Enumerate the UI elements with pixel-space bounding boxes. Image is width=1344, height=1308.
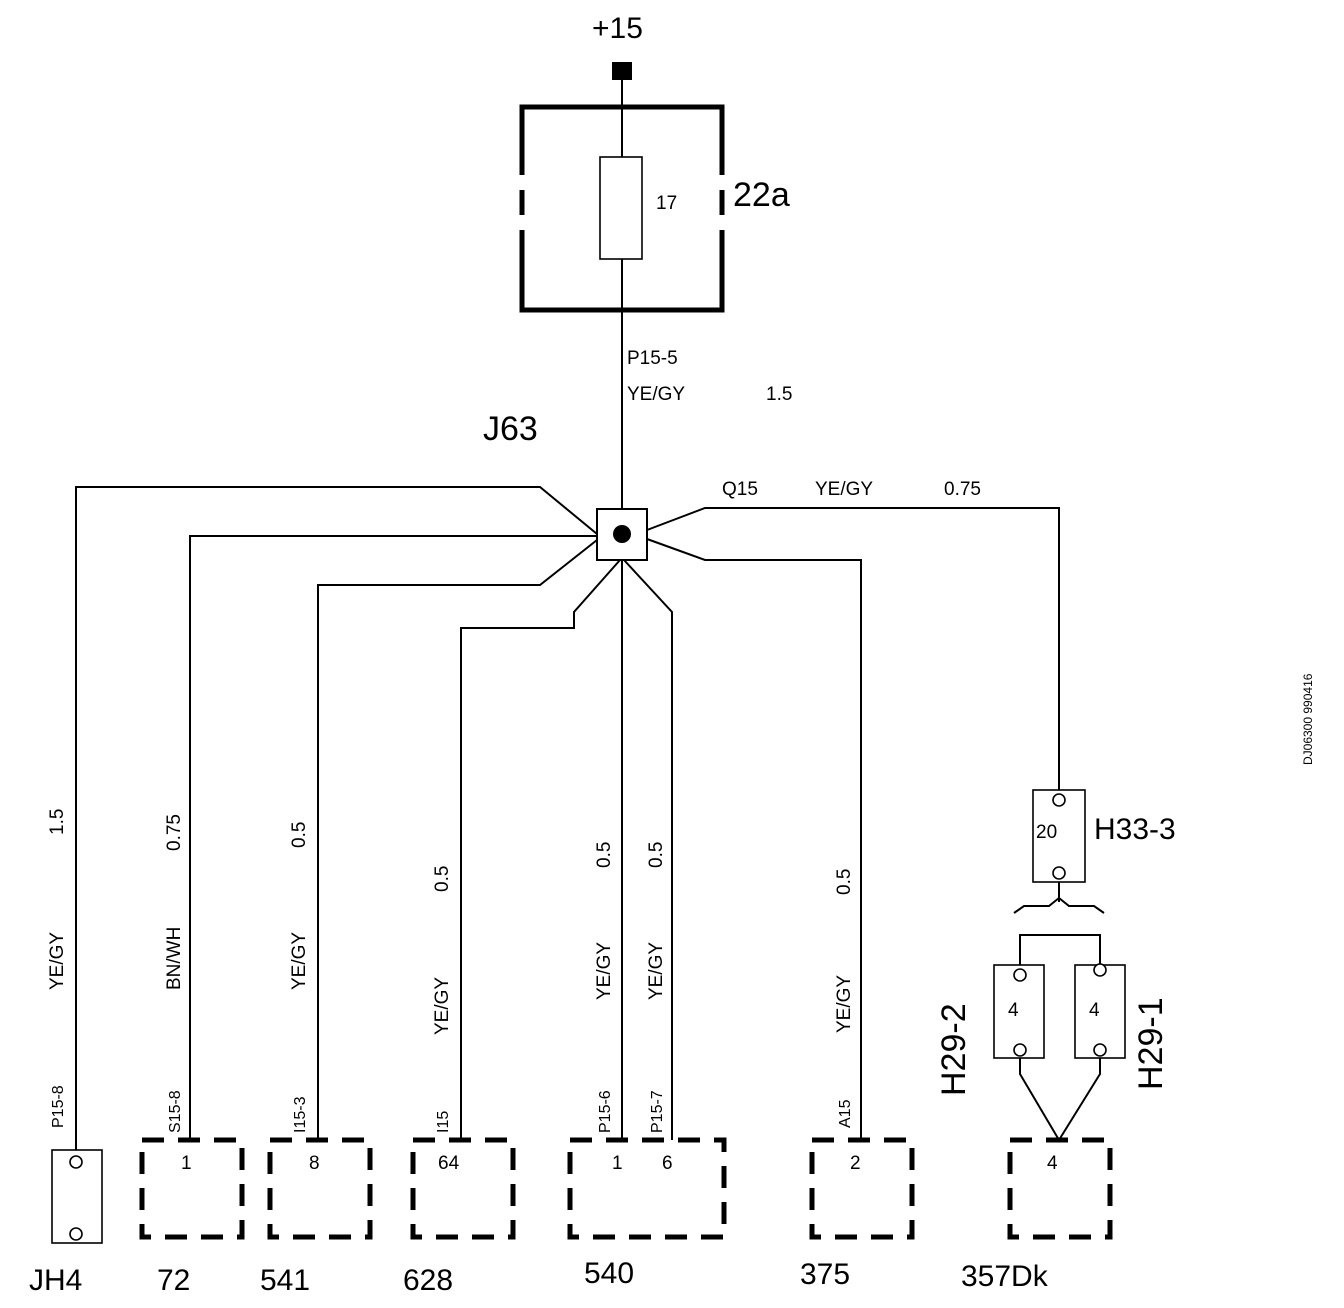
fuse-box: 17 22a <box>519 104 790 313</box>
supply-wire-id: P15-5 <box>627 348 678 369</box>
component-541-pin: 8 <box>309 1153 320 1174</box>
p15-6-id: P15-6 <box>597 1090 614 1133</box>
component-540-pin-1: 1 <box>612 1153 623 1174</box>
supply-wire-size: 1.5 <box>766 384 792 405</box>
p15-7-size: 0.5 <box>646 842 667 868</box>
wire-h29-to-357dk <box>1019 1058 1101 1141</box>
component-357dk-pin: 4 <box>1047 1153 1058 1174</box>
component-375-pin: 2 <box>850 1153 861 1174</box>
branch-labels: 1.5 YE/GY P15-8 0.75 BN/WH S15-8 0.5 YE/… <box>47 809 855 1133</box>
wire-q15 <box>646 507 1060 790</box>
component-72: 1 72 <box>139 1137 245 1297</box>
q15-wire-color: YE/GY <box>815 479 873 500</box>
fuse-number: 17 <box>656 193 677 214</box>
a15-color: YE/GY <box>834 975 855 1033</box>
wire-a15 <box>646 538 862 1140</box>
component-357dk: 4 357Dk <box>961 1137 1113 1293</box>
connector-h33-3: 20 H33-3 <box>1032 789 1176 883</box>
wire-i15-3 <box>317 539 598 1140</box>
junction-label: J63 <box>483 410 538 448</box>
component-357dk-label: 357Dk <box>961 1260 1049 1293</box>
component-540: 1 6 540 <box>567 1137 727 1290</box>
component-72-label: 72 <box>157 1264 190 1297</box>
p15-7-id: P15-7 <box>649 1090 666 1133</box>
component-jh4-label: JH4 <box>29 1264 82 1297</box>
i15-3-size: 0.5 <box>289 822 310 848</box>
component-628-pin: 64 <box>438 1153 460 1174</box>
component-541: 8 541 <box>260 1137 373 1297</box>
h33-3-label: H33-3 <box>1094 813 1176 846</box>
i15-color: YE/GY <box>432 977 453 1035</box>
component-628: 64 628 <box>403 1137 516 1297</box>
wire-p15-7 <box>623 559 673 1140</box>
connector-h29-1: 4 H29-1 <box>1074 963 1170 1090</box>
supply-wire-color: YE/GY <box>627 384 685 405</box>
connector-jh4: JH4 <box>29 1149 103 1297</box>
p15-8-color: YE/GY <box>47 932 68 990</box>
s15-8-size: 0.75 <box>164 814 185 851</box>
h29-1-pin: 4 <box>1089 1000 1100 1021</box>
document-code: DJ06300 990416 <box>1301 673 1315 765</box>
p15-7-color: YE/GY <box>646 942 667 1000</box>
i15-id: I15 <box>435 1111 452 1133</box>
component-375-label: 375 <box>800 1258 850 1291</box>
h33-3-pin: 20 <box>1036 822 1057 843</box>
h29-2-label: H29-2 <box>935 1003 973 1096</box>
p15-6-size: 0.5 <box>594 842 615 868</box>
wire-h29-feed <box>1019 934 1101 976</box>
splice-brace <box>1013 882 1105 914</box>
q15-wire-size: 0.75 <box>944 479 981 500</box>
q15-wire-id: Q15 <box>722 479 758 500</box>
a15-size: 0.5 <box>834 869 855 895</box>
component-540-pin-6: 6 <box>662 1153 673 1174</box>
p15-6-color: YE/GY <box>594 942 615 1000</box>
component-72-pin: 1 <box>181 1153 192 1174</box>
wire-s15-8 <box>189 535 597 1140</box>
wire-p15-8 <box>75 486 598 1150</box>
p15-8-id: P15-8 <box>50 1085 67 1128</box>
a15-id: A15 <box>837 1099 854 1128</box>
junction-node <box>613 525 631 543</box>
i15-3-color: YE/GY <box>289 932 310 990</box>
supply-terminal: +15 <box>592 12 643 80</box>
s15-8-id: S15-8 <box>167 1090 184 1133</box>
component-541-label: 541 <box>260 1264 310 1297</box>
component-628-label: 628 <box>403 1264 453 1297</box>
i15-3-id: I15-3 <box>292 1096 309 1133</box>
component-375: 2 375 <box>800 1137 915 1291</box>
connector-h29-2: 4 H29-2 <box>935 964 1045 1096</box>
fuse-box-label: 22a <box>733 176 790 214</box>
p15-8-size: 1.5 <box>47 809 68 835</box>
supply-label: +15 <box>592 12 643 45</box>
i15-size: 0.5 <box>432 866 453 892</box>
fuse-element <box>599 156 643 260</box>
s15-8-color: BN/WH <box>164 927 185 990</box>
h29-2-pin: 4 <box>1008 1000 1019 1021</box>
wire-i15 <box>460 559 621 1140</box>
component-540-label: 540 <box>584 1257 634 1290</box>
h29-1-label: H29-1 <box>1132 997 1170 1090</box>
